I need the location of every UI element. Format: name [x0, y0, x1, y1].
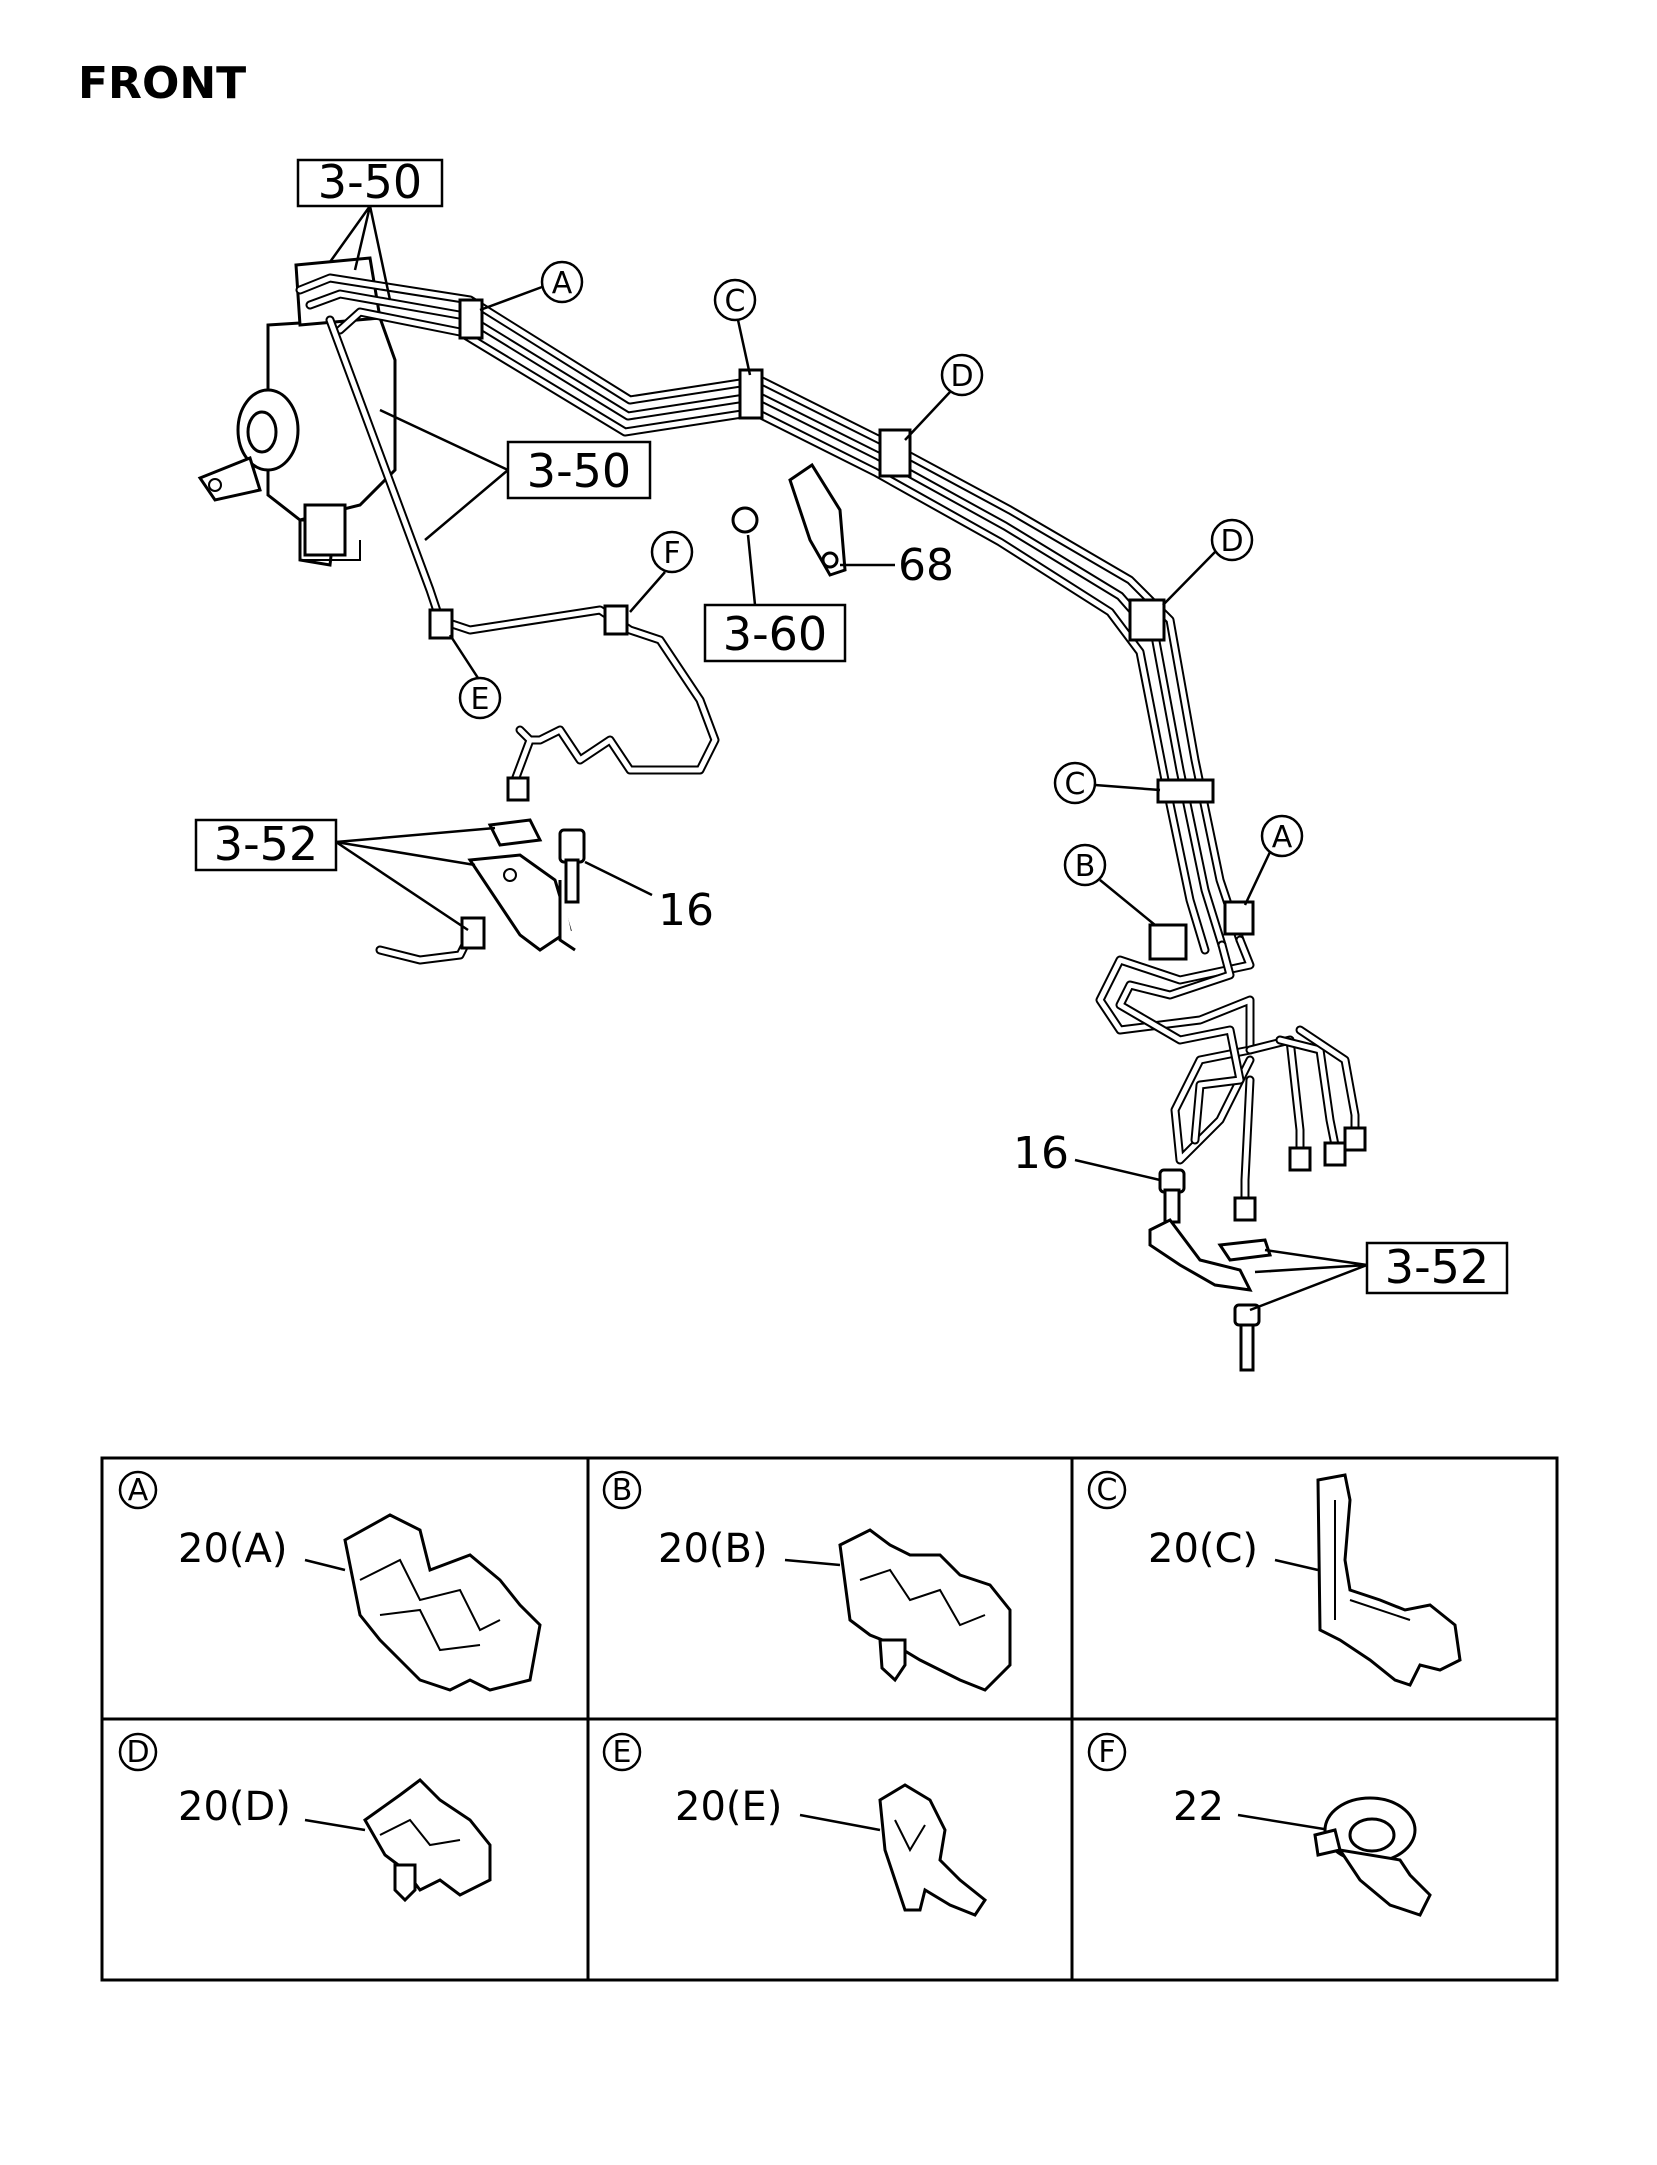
- svg-text:E: E: [613, 1735, 632, 1770]
- svg-text:C: C: [1097, 1473, 1118, 1508]
- svg-text:D: D: [1220, 524, 1243, 559]
- clip-20e-icon: [878, 1783, 988, 1917]
- clip-20c-icon: [1316, 1473, 1462, 1687]
- callout-16-right: 16: [1013, 1128, 1069, 1179]
- circle-label-a-right: A: [1260, 814, 1304, 858]
- detail-panel-a: A 20(A): [118, 1470, 542, 1692]
- svg-text:22: 22: [1173, 1784, 1224, 1830]
- circle-label-e: E: [458, 676, 502, 720]
- tube-clips: [428, 298, 1255, 961]
- svg-text:3-50: 3-50: [318, 155, 422, 209]
- ref-box-3-52-right: 3-52: [1365, 1240, 1509, 1295]
- svg-text:20(A): 20(A): [178, 1526, 287, 1572]
- callout-16-left: 16: [658, 885, 714, 936]
- ref-box-3-50-top: 3-50: [296, 155, 444, 209]
- svg-text:B: B: [612, 1473, 633, 1508]
- svg-text:A: A: [1272, 820, 1293, 855]
- svg-text:D: D: [950, 359, 973, 394]
- circle-label-a-top: A: [540, 260, 584, 304]
- ref-box-3-52-left: 3-52: [194, 817, 338, 872]
- svg-text:A: A: [128, 1473, 149, 1508]
- svg-text:C: C: [1065, 767, 1086, 802]
- right-lower-brackets: [1148, 1168, 1273, 1372]
- circle-label-d-top: D: [940, 353, 984, 397]
- circle-label-c-top: C: [713, 278, 757, 322]
- svg-text:3-50: 3-50: [527, 444, 631, 498]
- svg-text:D: D: [126, 1735, 149, 1770]
- circle-label-f: F: [650, 530, 694, 574]
- detail-panel-f: F 22: [1087, 1732, 1432, 1917]
- circle-label-b: B: [1063, 843, 1107, 887]
- svg-text:20(E): 20(E): [675, 1784, 782, 1830]
- ref-box-3-50-mid: 3-50: [506, 440, 652, 500]
- callout-68: 68: [898, 540, 954, 591]
- svg-text:20(C): 20(C): [1148, 1526, 1258, 1572]
- svg-text:F: F: [1098, 1735, 1115, 1770]
- clip-detail-grid: [100, 1456, 1559, 1982]
- detail-panel-c: C 20(C): [1087, 1470, 1462, 1687]
- circle-label-d-right: D: [1210, 518, 1254, 562]
- svg-text:B: B: [1075, 849, 1096, 884]
- detail-panel-e: E 20(E): [602, 1732, 988, 1917]
- bracket-68: [731, 462, 847, 577]
- detail-panel-b: B 20(B): [602, 1470, 1012, 1692]
- left-lower-brackets: [375, 818, 586, 965]
- svg-text:20(D): 20(D): [178, 1784, 291, 1830]
- abs-modulator-unit: [197, 256, 397, 567]
- svg-text:3-60: 3-60: [723, 607, 827, 661]
- svg-text:F: F: [663, 536, 680, 571]
- svg-text:3-52: 3-52: [1385, 1240, 1489, 1294]
- rear-brake-tube: [325, 315, 720, 802]
- clip-20b-icon: [838, 1528, 1012, 1692]
- svg-text:E: E: [471, 682, 490, 717]
- main-brake-tubes: [295, 273, 1367, 1222]
- diagram-title: FRONT: [78, 58, 246, 109]
- svg-text:20(B): 20(B): [658, 1526, 768, 1572]
- ref-box-3-60: 3-60: [703, 603, 847, 663]
- svg-text:A: A: [552, 266, 573, 301]
- clip-20d-icon: [363, 1778, 492, 1903]
- clip-22-icon: [1313, 1796, 1432, 1917]
- svg-text:C: C: [725, 284, 746, 319]
- detail-panel-d: D 20(D): [118, 1732, 492, 1903]
- circle-label-c-right: C: [1053, 761, 1097, 805]
- clip-20a-icon: [343, 1513, 542, 1692]
- svg-text:3-52: 3-52: [214, 817, 318, 871]
